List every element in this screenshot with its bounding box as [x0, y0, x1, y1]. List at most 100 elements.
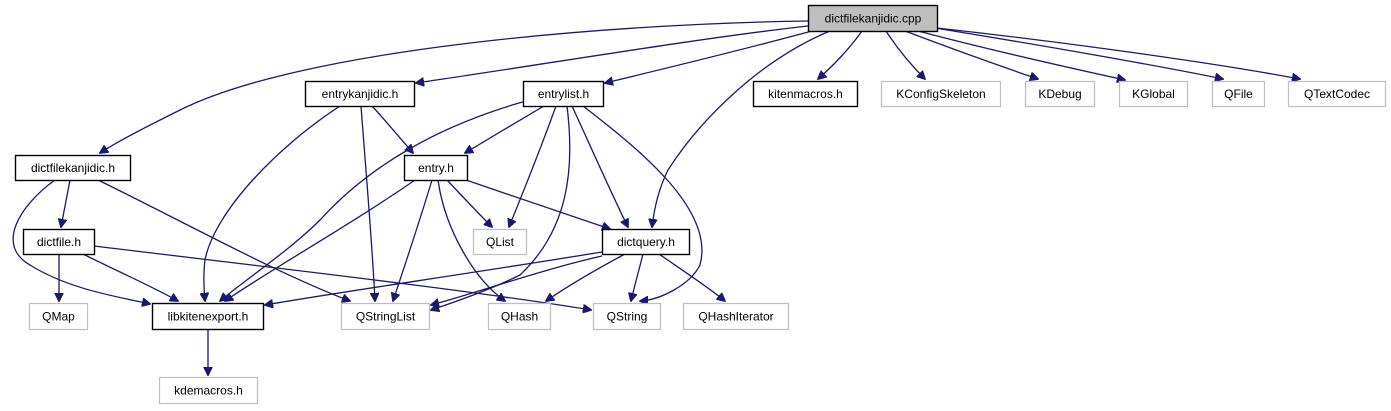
node-box[interactable] — [752, 80, 859, 108]
node-dictfilekanjidic-cpp[interactable]: dictfilekanjidic.cpp — [807, 4, 939, 33]
node-kitenmacros-h[interactable]: kitenmacros.h — [752, 80, 859, 108]
node-box — [592, 302, 662, 331]
edge-dictfilekanjidic_h-to-dictfile_h — [61, 179, 71, 227]
node-dictquery-h[interactable]: dictquery.h — [601, 228, 691, 256]
node-label: QList — [486, 235, 515, 249]
edge-dictfilekanjidic_cpp-to-KConfigSkeleton — [885, 30, 925, 79]
edge-dictfilekanjidic_cpp-to-KDebug — [904, 30, 1038, 79]
node-dictfilekanjidic-h[interactable]: dictfilekanjidic.h — [14, 154, 132, 182]
edge-dictquery_h-to-QStringList — [431, 255, 603, 305]
edge-dictfilekanjidic_cpp-to-dictquery_h — [652, 30, 831, 227]
edge-dictfilekanjidic_cpp-to-dictfilekanjidic_h — [100, 20, 809, 153]
node-box — [682, 302, 790, 331]
node-box — [340, 302, 431, 331]
edge-entrykanjidic_h-to-entry_h — [371, 105, 413, 153]
node-qstringlist: QStringList — [340, 302, 431, 331]
edge-entrylist_h-to-QString — [582, 105, 703, 301]
node-entrykanjidic-h[interactable]: entrykanjidic.h — [304, 80, 416, 108]
node-label: entry.h — [418, 161, 454, 175]
node-box — [1211, 80, 1266, 108]
edge-dictquery_h-to-QHash — [546, 253, 626, 301]
node-box[interactable] — [22, 228, 96, 256]
edge-entrykanjidic_h-to-libkitenexport_h — [204, 105, 341, 301]
node-qhash: QHash — [487, 302, 552, 331]
node-dictfile-h[interactable]: dictfile.h — [22, 228, 96, 256]
node-libkitenexport-h[interactable]: libkitenexport.h — [151, 302, 265, 331]
node-box — [158, 376, 259, 405]
edge-dictquery_h-to-QString — [631, 253, 644, 301]
edge-entry_h-to-QList — [446, 179, 492, 227]
node-entry-h[interactable]: entry.h — [403, 154, 469, 182]
node-qhashiterator: QHashIterator — [682, 302, 790, 331]
node-label: KGlobal — [1132, 87, 1175, 101]
node-qmap: QMap — [28, 302, 89, 331]
edge-dictfilekanjidic_cpp-to-QTextCodec — [936, 27, 1300, 79]
edge-dictfilekanjidic_h-to-libkitenexport_h — [12, 179, 150, 304]
node-qstring: QString — [592, 302, 662, 331]
node-label: libkitenexport.h — [168, 310, 249, 324]
node-label: QHashIterator — [698, 310, 773, 324]
node-box — [880, 80, 1002, 108]
node-label: QFile — [1224, 87, 1253, 101]
node-label: entrylist.h — [538, 87, 589, 101]
edge-dictquery_h-to-QHashIterator — [658, 253, 725, 301]
node-box — [472, 228, 528, 256]
node-label: QString — [607, 310, 648, 324]
edge-dictfilekanjidic_cpp-to-entrykanjidic_h — [416, 25, 809, 83]
node-label: QMap — [42, 310, 75, 324]
node-box — [487, 302, 552, 331]
node-label: dictfilekanjidic.cpp — [825, 12, 922, 26]
node-box — [1287, 80, 1387, 108]
node-box — [1024, 80, 1096, 108]
node-label: dictfilekanjidic.h — [31, 161, 115, 175]
edge-dictquery_h-to-libkitenexport_h — [265, 251, 603, 305]
edge-entrylist_h-to-entry_h — [465, 105, 545, 153]
node-qfile: QFile — [1211, 80, 1266, 108]
node-label: QHash — [501, 310, 538, 324]
node-label: KConfigSkeleton — [896, 87, 985, 101]
edge-dictfilekanjidic_cpp-to-entrylist_h — [605, 30, 813, 83]
node-box[interactable] — [522, 80, 605, 108]
node-box[interactable] — [14, 154, 132, 182]
edge-dictfile_h-to-libkitenexport_h — [82, 253, 178, 301]
edge-entry_h-to-libkitenexport_h — [225, 179, 416, 301]
node-label: QTextCodec — [1304, 87, 1370, 101]
edge-dictfilekanjidic_cpp-to-QFile — [934, 27, 1223, 79]
nodes-layer: dictfilekanjidic.cpp entrykanjidic.h entry… — [14, 4, 1387, 405]
edge-entrylist_h-to-QList — [509, 105, 557, 227]
node-box[interactable] — [151, 302, 265, 331]
edge-entrykanjidic_h-to-QStringList — [360, 105, 375, 301]
node-qlist: QList — [472, 228, 528, 256]
node-kdebug: KDebug — [1024, 80, 1096, 108]
edge-entrylist_h-to-libkitenexport_h — [220, 100, 527, 301]
edge-dictfilekanjidic_h-to-QStringList — [97, 179, 350, 301]
edge-entry_h-to-dictquery_h — [465, 179, 610, 229]
edge-entry_h-to-QStringList — [393, 179, 433, 301]
node-kconfigskeleton: KConfigSkeleton — [880, 80, 1002, 108]
edge-dictfilekanjidic_cpp-to-kitenmacros_h — [818, 30, 863, 79]
node-qtextcodec: QTextCodec — [1287, 80, 1387, 108]
node-box[interactable] — [601, 228, 691, 256]
node-box[interactable] — [403, 154, 469, 182]
node-box — [28, 302, 89, 331]
edge-dictfilekanjidic_cpp-to-KGlobal — [917, 30, 1125, 80]
node-kdemacros-h: kdemacros.h — [158, 376, 259, 405]
node-label: dictquery.h — [617, 235, 675, 249]
edge-dictfile_h-to-QString — [93, 245, 591, 310]
node-label: dictfile.h — [37, 235, 81, 249]
node-label: kdemacros.h — [174, 384, 243, 398]
node-entrylist-h[interactable]: entrylist.h — [522, 80, 605, 108]
node-label: entrykanjidic.h — [322, 87, 399, 101]
node-label: KDebug — [1038, 87, 1081, 101]
node-box — [1118, 80, 1189, 108]
node-label: QStringList — [356, 310, 416, 324]
edge-entry_h-to-QHash — [437, 179, 505, 301]
edge-entrylist_h-to-QStringList — [431, 105, 571, 310]
edges-layer — [12, 20, 1300, 375]
node-kglobal: KGlobal — [1118, 80, 1189, 108]
node-label: kitenmacros.h — [768, 87, 843, 101]
node-box[interactable] — [807, 4, 939, 33]
edge-entrylist_h-to-dictquery_h — [571, 105, 628, 227]
node-box[interactable] — [304, 80, 416, 108]
